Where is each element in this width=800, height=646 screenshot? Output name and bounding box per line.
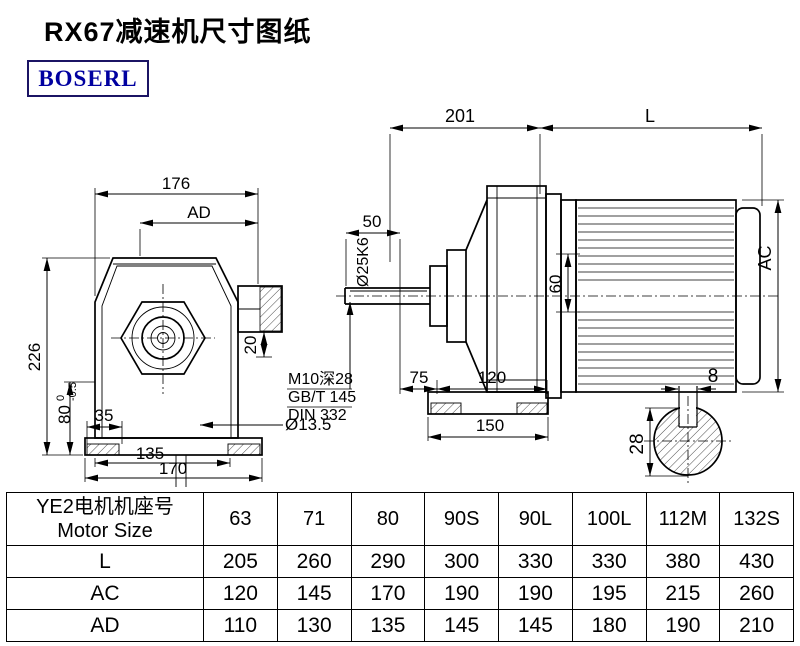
gearbox-foot-pad: [430, 402, 462, 415]
table-header-en: Motor Size: [57, 520, 153, 542]
table-cell: 260: [719, 577, 794, 610]
side-view: 201 L 50 Ø25K6 60 AC M10深28 GB/T 145 DIN: [287, 106, 784, 441]
front-foot-pad-left: [86, 443, 120, 456]
table-cell: 145: [276, 577, 352, 610]
table-cell: 180: [571, 609, 647, 642]
dim-35-label: 35: [95, 406, 114, 425]
row-label: L: [6, 545, 204, 578]
table-cell: 260: [276, 545, 352, 578]
motor-size-table: YE2电机机座号 Motor Size 63 71 80 90S 90L 100…: [6, 492, 794, 642]
table-cell: 130: [276, 609, 352, 642]
dim-key-width-label: 8: [708, 366, 719, 387]
table-cell: 380: [645, 545, 721, 578]
table-size-col: 80: [350, 492, 426, 546]
dim-20-label: 20: [241, 336, 260, 355]
dim-28-label: 28: [627, 433, 648, 454]
dim-201-label: 201: [445, 106, 475, 126]
dim-60-label: 60: [546, 275, 565, 294]
dim-ad-label: AD: [187, 203, 211, 222]
table-cell: 120: [203, 577, 278, 610]
table-cell: 205: [203, 545, 278, 578]
table-cell: 190: [498, 577, 573, 610]
dim-hole-label: Ø13.5: [285, 415, 331, 434]
note-tap-label: M10深28: [288, 370, 353, 388]
dim-shaft-diameter-label: Ø25K6: [355, 237, 372, 287]
front-foot-pad-right: [227, 443, 261, 456]
dim-170-label: 170: [159, 459, 187, 478]
table-cell: 170: [350, 577, 426, 610]
table-cell: 190: [645, 609, 721, 642]
note-gbt-label: GB/T 145: [288, 389, 356, 406]
table-row-AD: AD 110 130 135 145 145 180 190 210: [6, 609, 794, 642]
brand-text: BOSERL: [38, 65, 138, 91]
table-header-row: YE2电机机座号 Motor Size 63 71 80 90S 90L 100…: [6, 492, 794, 546]
table-cell: 135: [350, 609, 426, 642]
table-size-col: 112M: [645, 492, 721, 546]
table-size-col: 132S: [719, 492, 794, 546]
table-size-col: 90L: [498, 492, 573, 546]
table-cell: 195: [571, 577, 647, 610]
shaft-end-view: 8 28: [627, 366, 732, 486]
dim-ac-label: AC: [755, 245, 775, 270]
table-cell: 430: [719, 545, 794, 578]
gearbox-foot-pad: [516, 402, 548, 415]
table-header-motor-size: YE2电机机座号 Motor Size: [6, 492, 204, 546]
gearbox-step-2: [446, 249, 467, 343]
table-cell: 300: [424, 545, 499, 578]
dim-50-label: 50: [363, 212, 382, 231]
table-row-AC: AC 120 145 170 190 190 195 215 260: [6, 577, 794, 610]
row-label: AC: [6, 577, 204, 610]
row-label: AD: [6, 609, 204, 642]
dim-80-tol-upper: 0: [55, 395, 67, 401]
note-din-label: DIN 332: [288, 407, 347, 424]
dim-120-label: 120: [478, 368, 506, 387]
table-row-L: L 205 260 290 300 330 330 380 430: [6, 545, 794, 578]
brand-logo: BOSERL: [27, 60, 149, 97]
table-cell: 215: [645, 577, 721, 610]
table-size-col: 63: [203, 492, 278, 546]
dim-L-label: L: [645, 106, 655, 126]
table-cell: 290: [350, 545, 426, 578]
table-cell: 330: [571, 545, 647, 578]
table-cell: 190: [424, 577, 499, 610]
front-side-box-hatch: [259, 286, 282, 332]
motor-fan-cover: [735, 207, 761, 385]
dim-75-label: 75: [410, 368, 429, 387]
technical-drawing: 176 AD 226 80 0 -0.5 35: [25, 106, 784, 487]
table-cell: 145: [424, 609, 499, 642]
table-cell: 110: [203, 609, 278, 642]
page-title: RX67减速机尺寸图纸: [44, 17, 312, 47]
dim-80-tol-lower: -0.5: [67, 382, 79, 401]
table-header-cn: YE2电机机座号: [36, 496, 174, 518]
table-size-col: 100L: [571, 492, 647, 546]
table-cell: 210: [719, 609, 794, 642]
motor-fins: [578, 207, 734, 385]
front-housing-outline: [94, 257, 239, 439]
dim-150-label: 150: [476, 416, 504, 435]
dim-176-label: 176: [162, 174, 190, 193]
table-cell: 330: [498, 545, 573, 578]
table-size-col: 71: [276, 492, 352, 546]
table-cell: 145: [498, 609, 573, 642]
dim-226-label: 226: [25, 343, 44, 371]
dim-135-label: 135: [136, 444, 164, 463]
front-housing-inner: [101, 265, 232, 438]
table-size-col: 90S: [424, 492, 499, 546]
dim-80-label: 80: [55, 405, 74, 424]
front-view: 176 AD 226 80 0 -0.5 35: [25, 174, 331, 487]
